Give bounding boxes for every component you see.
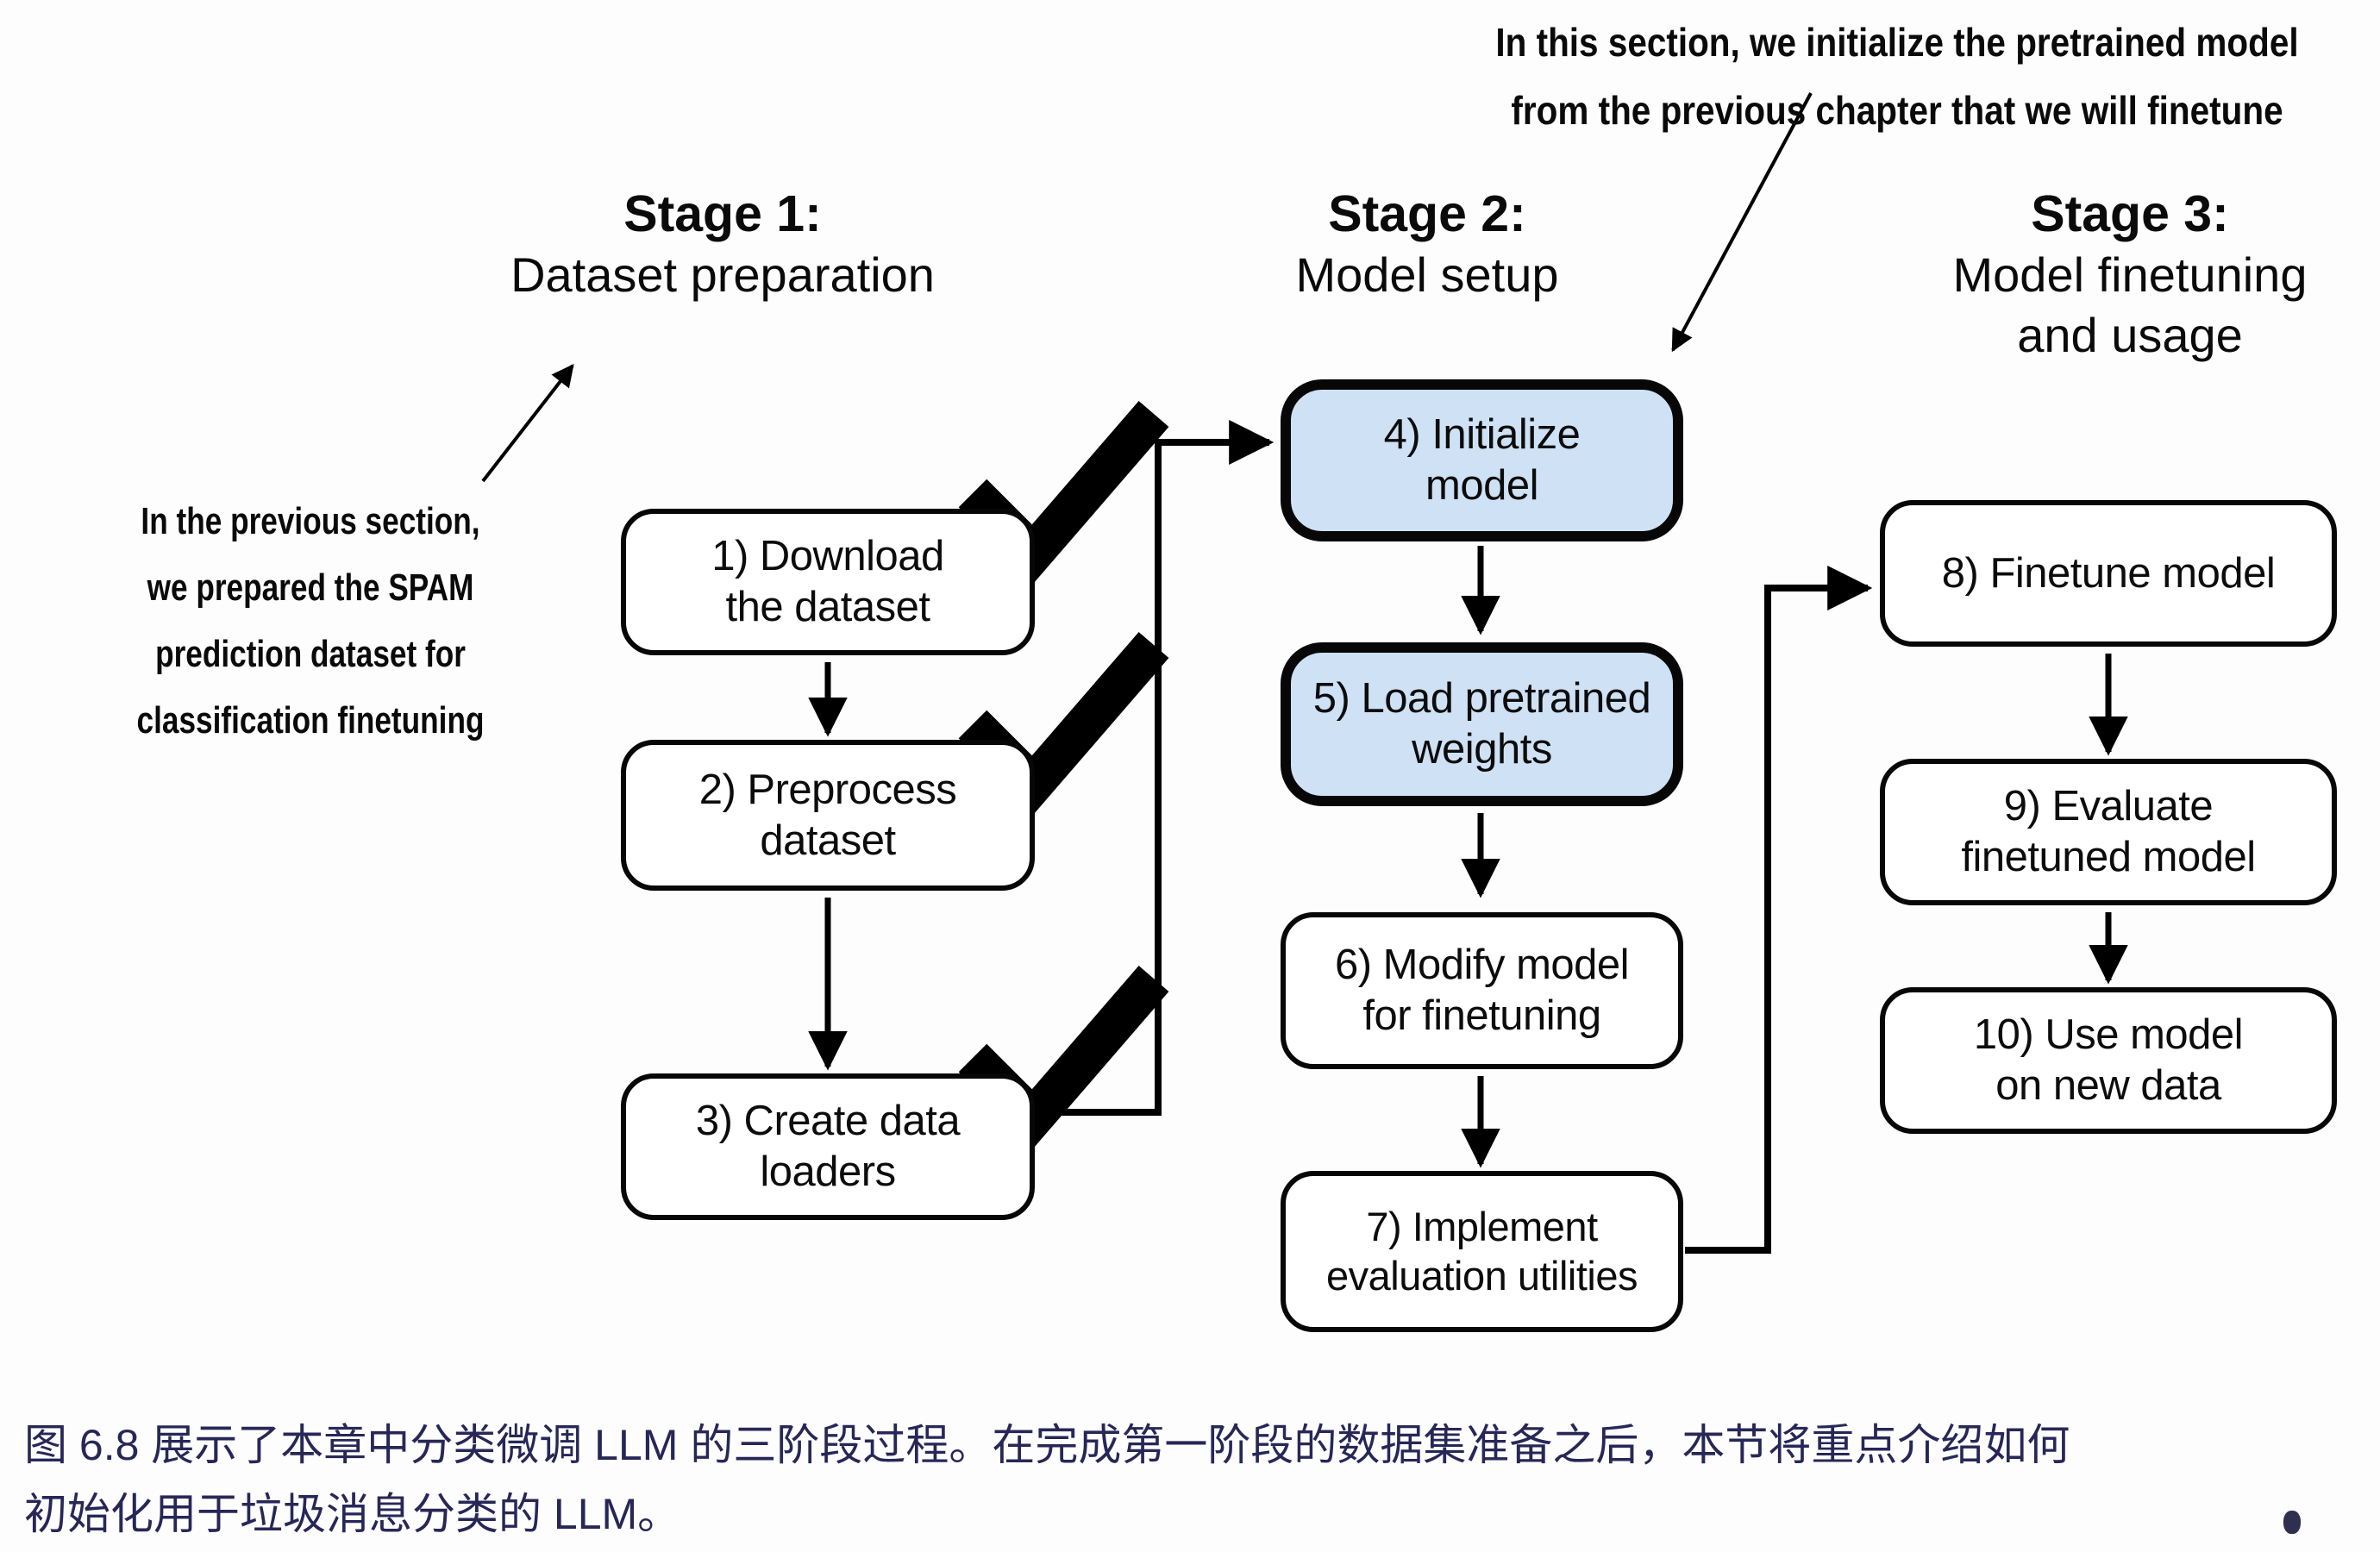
top-annotation: In this section, we initialize the pretr… xyxy=(1495,20,2299,133)
stage-3-title: Stage 3: xyxy=(2031,185,2229,242)
step-box-initialize-model: 4) Initialize model xyxy=(1281,379,1683,541)
step-box-load-pretrained-weights: 5) Load pretrained weights xyxy=(1281,642,1683,806)
cursor-artifact xyxy=(2283,1511,2301,1534)
step-box-preprocess-dataset: 2) Preprocess dataset xyxy=(621,740,1035,891)
stage-1-header: Stage 1: Dataset preparation xyxy=(442,183,1003,305)
step-box-finetune-model: 8) Finetune model xyxy=(1880,500,2337,647)
stage-2-header: Stage 2: Model setup xyxy=(1147,183,1707,305)
figure-caption: 图 6.8 展示了本章中分类微调 LLM 的三阶段过程。在完成第一阶段的数据集准… xyxy=(24,1421,2070,1538)
step-box-create-data-loaders: 3) Create data loaders xyxy=(621,1073,1035,1220)
elbow-connector-stage2-to-stage3 xyxy=(1685,566,1873,1254)
stage-2-subtitle: Model setup xyxy=(1295,247,1559,302)
stage-3-subtitle: Model finetuning and usage xyxy=(1952,247,2308,362)
step-box-modify-model: 6) Modify model for finetuning xyxy=(1281,912,1683,1069)
step-box-download-dataset: 1) Download the dataset xyxy=(621,509,1035,655)
elbow-connector-stage1-to-stage2 xyxy=(1038,420,1275,1116)
step-box-evaluation-utilities: 7) Implement evaluation utilities xyxy=(1281,1171,1683,1332)
stage-1-title: Stage 1: xyxy=(623,185,822,242)
annotation-arrow-to-initialize-model xyxy=(1671,92,1813,353)
stage-2-title: Stage 2: xyxy=(1328,185,1526,242)
stage-1-subtitle: Dataset preparation xyxy=(510,247,935,302)
step-box-use-model-new-data: 10) Use model on new data xyxy=(1880,987,2337,1134)
annotation-arrow-to-stage1 xyxy=(481,363,574,483)
step-box-evaluate-finetuned-model: 9) Evaluate finetuned model xyxy=(1880,759,2337,905)
stage-3-header: Stage 3: Model finetuning and usage xyxy=(1850,183,2380,366)
left-annotation: In the previous section, we prepared the… xyxy=(136,500,485,742)
